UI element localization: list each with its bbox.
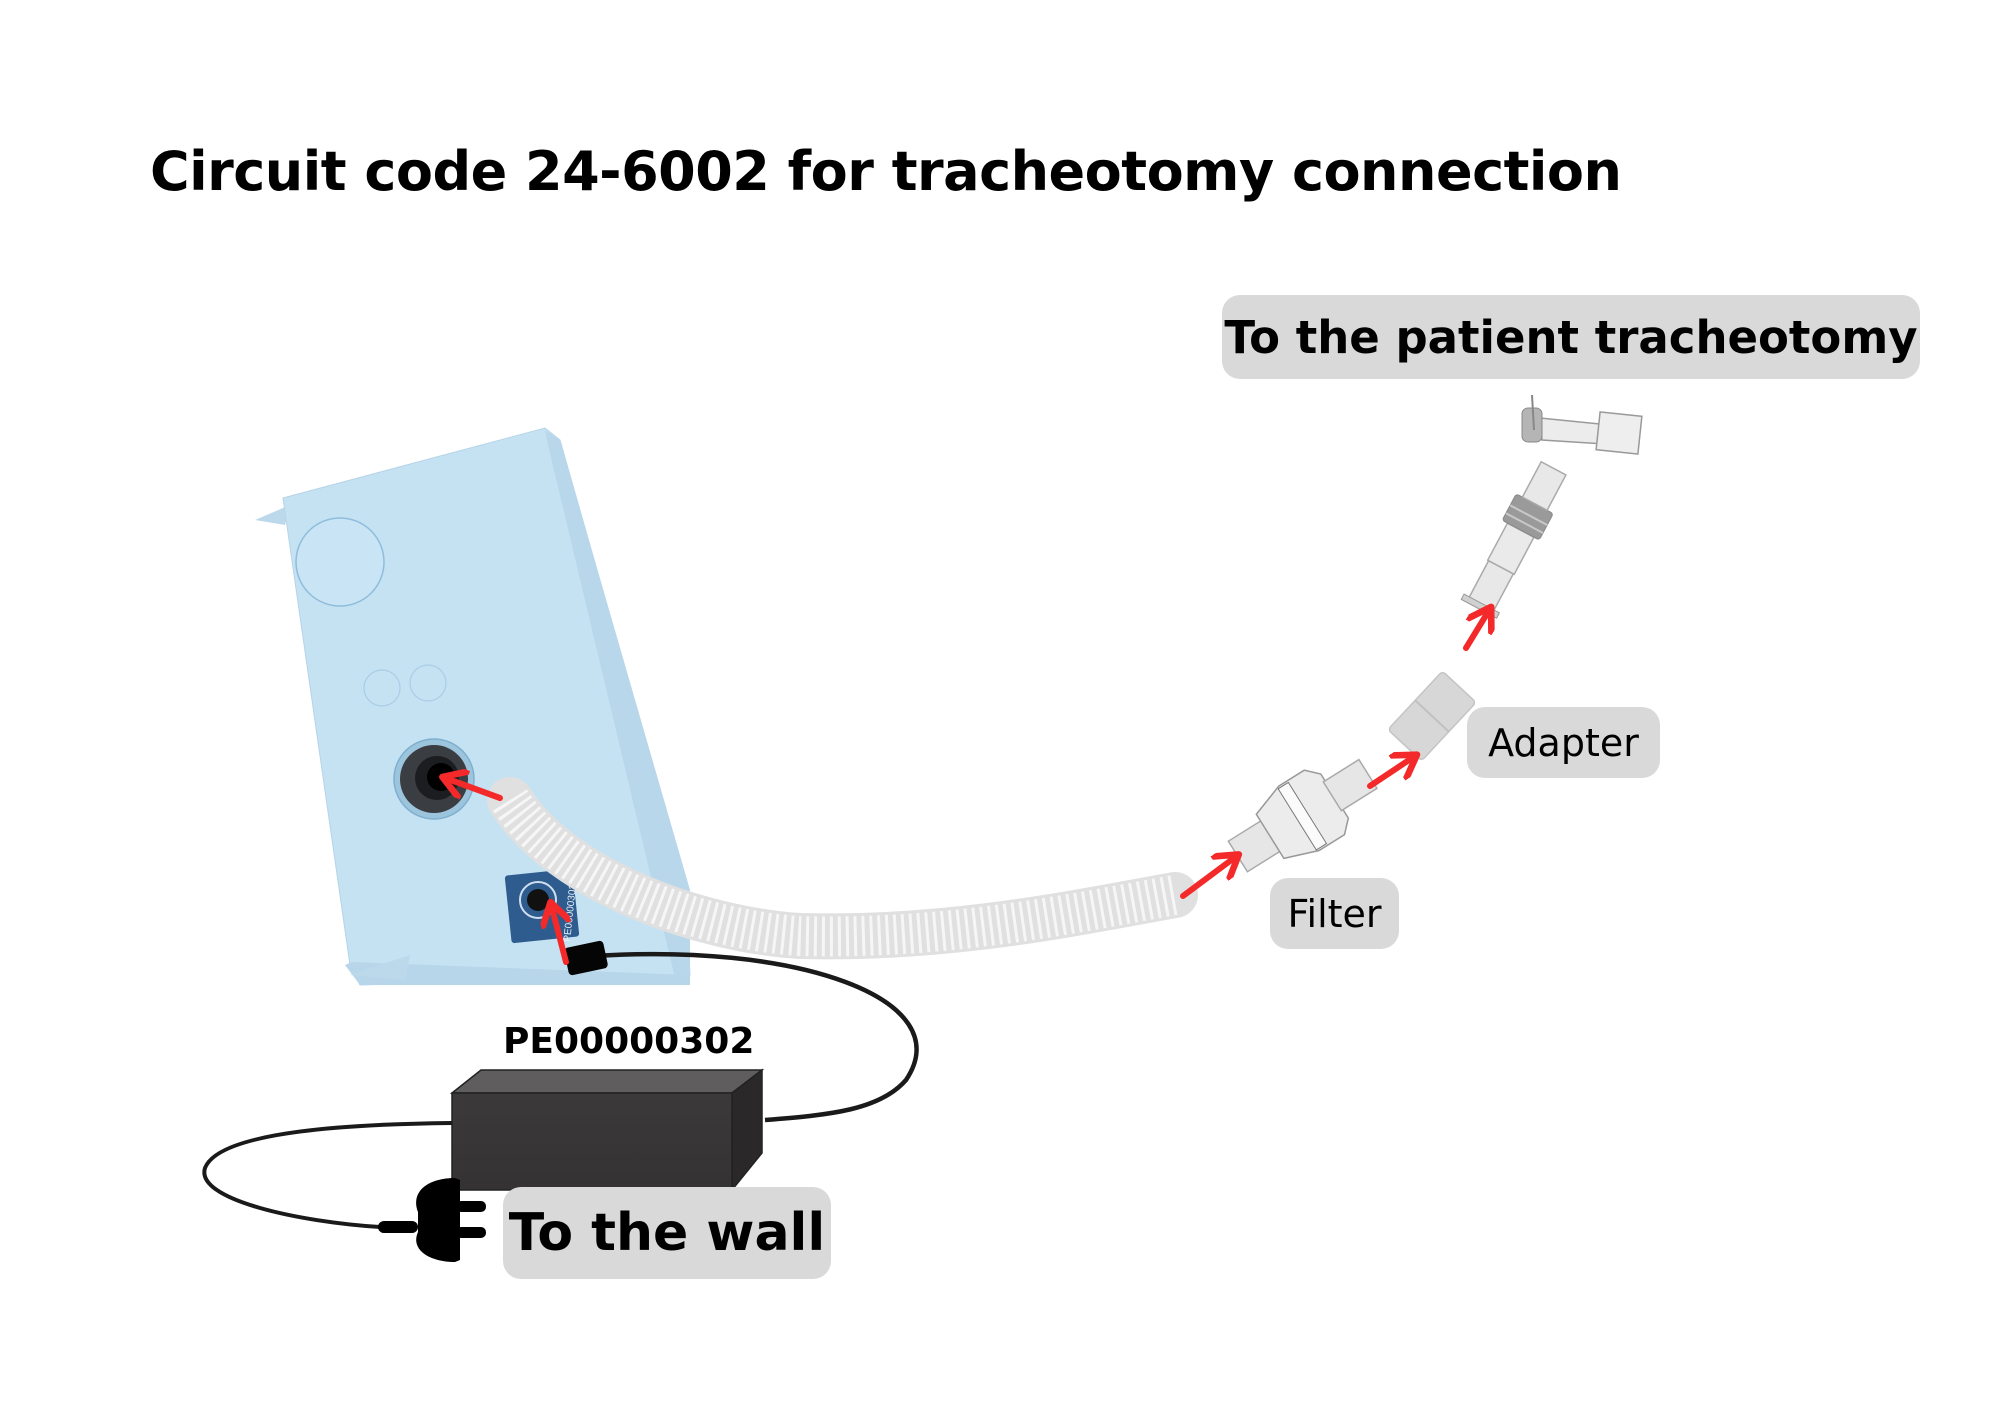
adapter-label: Adapter <box>1467 707 1660 778</box>
arrow-tube-to-device <box>448 779 503 801</box>
arrow-tube-to-filter <box>1180 858 1234 899</box>
arrow-power-to-device <box>552 908 566 965</box>
adapter-text: Adapter <box>1488 720 1639 765</box>
filter-component <box>1227 758 1378 873</box>
filter-text: Filter <box>1287 891 1382 936</box>
round-button <box>363 669 401 707</box>
arrow-filter-to-adapter <box>1367 758 1412 789</box>
dc-connector <box>564 940 608 976</box>
arrow-adapter-to-trach <box>1463 612 1488 651</box>
patient-tracheotomy-label: To the patient tracheotomy <box>1222 295 1920 379</box>
to-wall-label: To the wall <box>503 1187 831 1279</box>
power-cable-wall <box>202 1121 453 1229</box>
round-button <box>409 664 447 702</box>
trach-connector <box>1460 394 1643 619</box>
adapter-component <box>1388 671 1476 761</box>
power-cable-device <box>579 951 919 1123</box>
wall-plug-icon <box>378 1178 486 1262</box>
connection-arrows <box>448 612 1488 965</box>
power-supply-code-label: PE00000302 <box>503 1021 755 1062</box>
filter-label: Filter <box>1270 878 1399 949</box>
to-wall-text: To the wall <box>508 1203 826 1263</box>
round-panel-large <box>295 517 385 607</box>
air-outlet-port <box>393 738 475 820</box>
page-title: Circuit code 24-6002 for tracheotomy con… <box>150 140 1622 203</box>
patient-tracheotomy-text: To the patient tracheotomy <box>1224 310 1918 364</box>
power-supply-box <box>449 1068 765 1193</box>
